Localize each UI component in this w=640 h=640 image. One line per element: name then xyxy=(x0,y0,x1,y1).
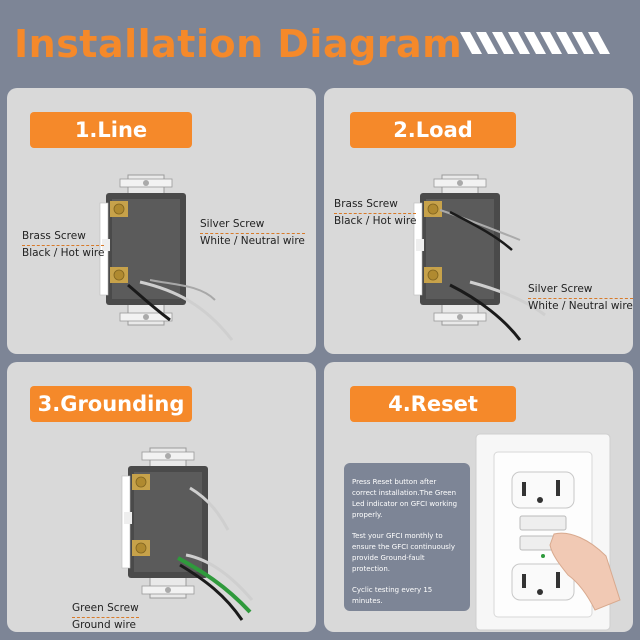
stripes-decoration xyxy=(460,32,610,54)
reset-instruction-2: Test your GFCI monthly to ensure the GFC… xyxy=(352,532,456,573)
reset-instruction-3: Cyclic testing every 15 minutes. xyxy=(352,586,433,605)
reset-instruction-1: Press Reset button after correct install… xyxy=(352,478,458,519)
pointing-hand xyxy=(549,532,621,611)
badge-grounding: 3.Grounding xyxy=(30,386,192,422)
badge-reset: 4.Reset xyxy=(350,386,516,422)
label-brass-screw-line: Brass Screw Black / Hot wire xyxy=(22,230,105,259)
label-silver-screw-load: Silver Screw White / Neutral wire xyxy=(528,283,633,312)
outlet-line xyxy=(99,174,187,326)
badge-load: 2.Load xyxy=(350,112,516,148)
label-brass-screw-load: Brass Screw Black / Hot wire xyxy=(334,198,417,227)
outlet-load xyxy=(413,174,501,326)
label-silver-screw-line: Silver Screw White / Neutral wire xyxy=(200,218,305,247)
page-title: Installation Diagram xyxy=(14,22,463,66)
badge-line: 1.Line xyxy=(30,112,192,148)
label-green-screw: Green Screw Ground wire xyxy=(72,602,139,631)
reset-instructions: Press Reset button after correct install… xyxy=(344,463,470,611)
